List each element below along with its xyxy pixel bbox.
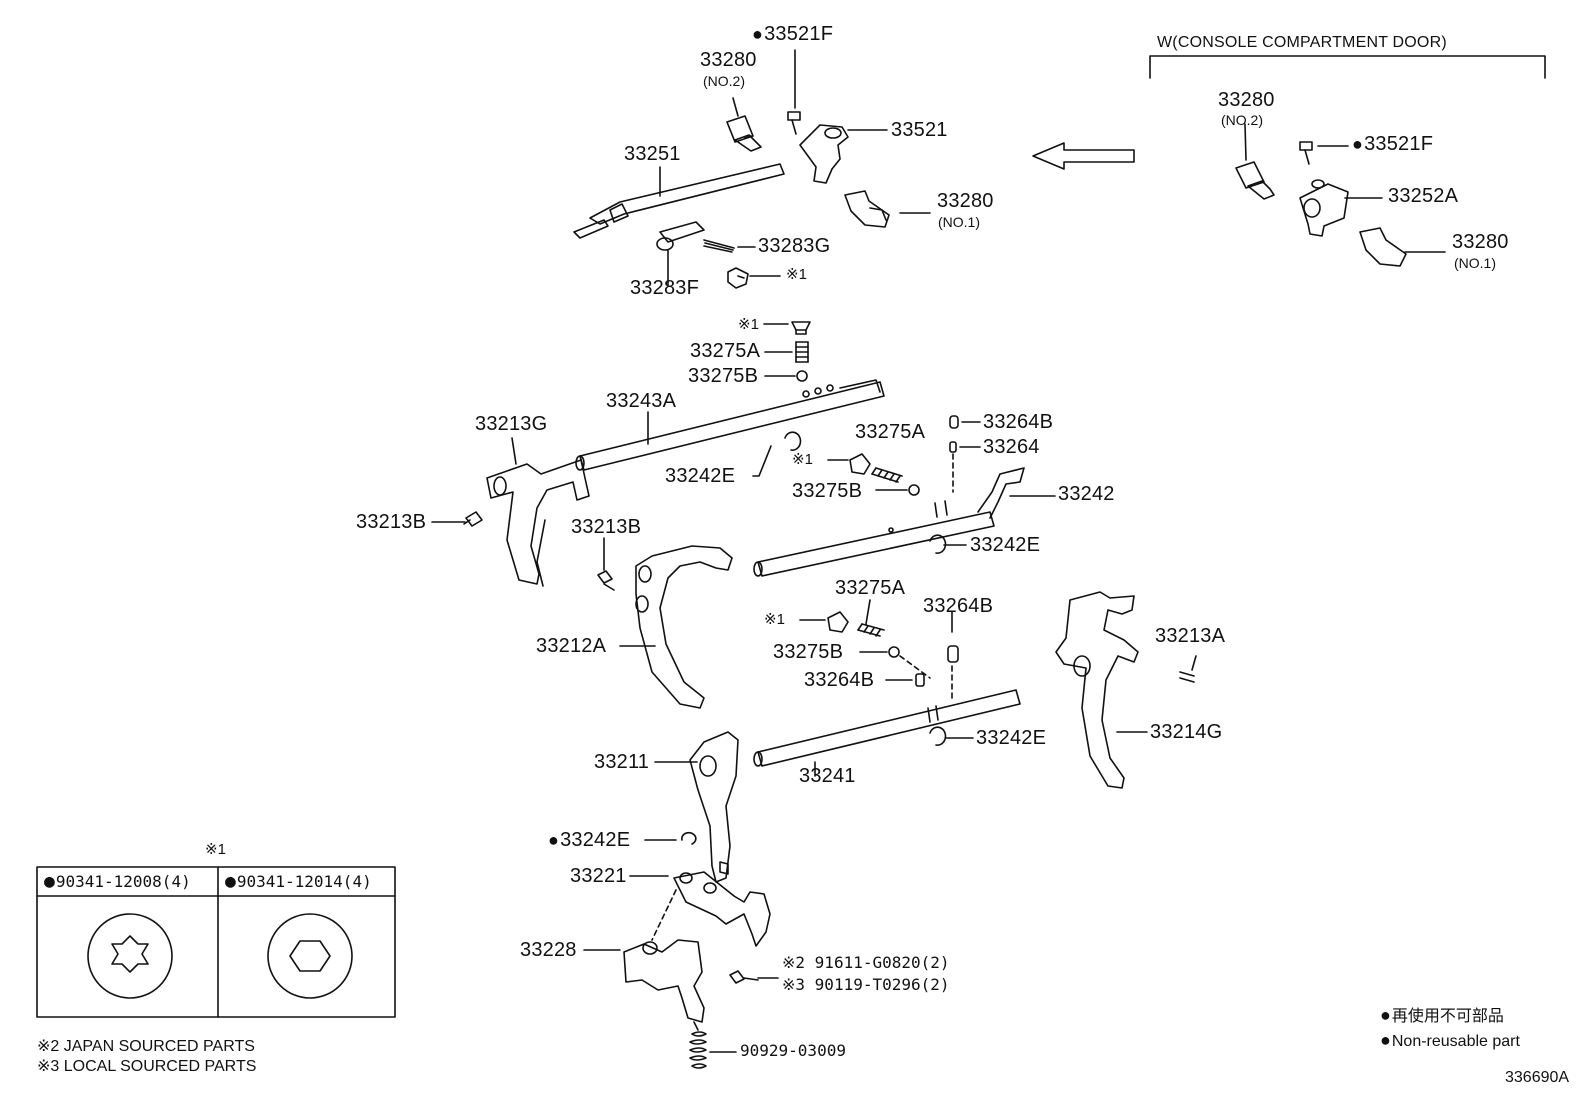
part-33213a-pin [1179, 671, 1195, 683]
label-33283f: 33283F [630, 277, 700, 299]
label-33280-mid: 33280 [937, 190, 994, 212]
part-33283f-detent [656, 221, 705, 251]
label-33251: 33251 [624, 143, 681, 165]
part-33521f-bolt-top [787, 111, 801, 135]
label-33211: 33211 [594, 751, 650, 773]
label-33214g: 33214G [1150, 721, 1223, 743]
legend-non-reusable-jp: 再使用不可部品 [1380, 1006, 1504, 1025]
part-33280-no1-right [1359, 227, 1407, 267]
label-33212a: 33212A [536, 635, 607, 657]
footnote-local: ※3 LOCAL SOURCED PARTS [37, 1058, 257, 1075]
part-33242e-clip-a [784, 431, 802, 451]
part-33521-arm-top [799, 124, 849, 184]
label-33280-mid-sub: (NO.1) [938, 214, 980, 230]
inset-col2-label: 90341-12014(4) [225, 873, 372, 891]
part-33242e-clip-c [929, 726, 947, 746]
label-33242e-c: 33242E [976, 727, 1047, 749]
direction-arrow [1032, 142, 1135, 170]
label-33275a-b: 33275A [855, 421, 926, 443]
part-33212a-fork [635, 545, 733, 709]
part-33221-selector [673, 871, 771, 947]
label-r33252a: 33252A [1388, 185, 1459, 207]
inset-title: ※1 [205, 841, 226, 858]
label-33275a-c: 33275A [835, 577, 906, 599]
label-33241: 33241 [799, 765, 856, 787]
label-33283g: 33283G [758, 235, 831, 257]
label-r33280-b-sub: (NO.1) [1454, 255, 1496, 271]
label-33242e-d: 33242E [548, 830, 630, 850]
label-33242e-b: 33242E [970, 534, 1041, 556]
label-r33280-a-sub: (NO.2) [1221, 112, 1263, 128]
label-91611: ※2 91611-G0820(2) [782, 953, 950, 972]
label-note1-d: ※1 [764, 611, 785, 628]
part-plug-33275a-b [849, 453, 871, 475]
part-33241-shaft [753, 689, 1021, 767]
label-33275b-a: 33275B [688, 365, 759, 387]
part-33521f-bolt-right [1299, 141, 1313, 165]
part-33242-shaft [753, 467, 1025, 577]
label-33243a: 33243A [606, 390, 677, 412]
label-33221: 33221 [570, 865, 627, 887]
label-33521: 33521 [891, 119, 948, 141]
label-33242e-a: 33242E [665, 465, 736, 487]
part-90929-spring [689, 1021, 707, 1069]
part-spring-33275a-top [795, 341, 809, 363]
part-33214g-fork [1055, 591, 1139, 789]
label-33264b-c: 33264B [804, 669, 875, 691]
part-spring-33275a-c [857, 623, 885, 637]
part-33251-shaft [573, 163, 785, 239]
part-33213b-bolt-b [597, 570, 615, 591]
label-33275b-b: 33275B [792, 480, 863, 502]
label-33280-top: 33280 [700, 49, 757, 71]
label-33242: 33242 [1058, 483, 1115, 505]
variant-bracket [1149, 55, 1546, 79]
part-33280-no2-right [1235, 161, 1275, 200]
part-plug-33275a-c [827, 611, 849, 633]
label-r33521f: 33521F [1352, 134, 1433, 154]
part-91611-bolt [729, 970, 759, 984]
fastener-inset-box [36, 866, 396, 1018]
label-33213b-a: 33213B [356, 511, 427, 533]
part-33242e-clip-d [681, 831, 697, 845]
legend-non-reusable-en: Non-reusable part [1380, 1031, 1520, 1050]
part-33211-lever [689, 731, 739, 883]
label-90119: ※3 90119-T0296(2) [782, 975, 950, 994]
inset-col1-label: 90341-12008(4) [44, 873, 191, 891]
label-33213a: 33213A [1155, 625, 1226, 647]
part-plug-33275a-top [791, 321, 811, 335]
part-33252a-block [1299, 179, 1349, 237]
label-33280-top-sub: (NO.2) [703, 73, 745, 89]
part-33213b-bolt-a [463, 511, 483, 527]
footnote-japan: ※2 JAPAN SOURCED PARTS [37, 1038, 255, 1055]
part-33242e-clip-b [929, 534, 947, 554]
label-33264b-b: 33264B [923, 595, 994, 617]
label-33213g: 33213G [475, 413, 548, 435]
label-33264b-a: 33264B [983, 411, 1054, 433]
label-33521f-top: 33521F [752, 24, 833, 44]
label-note1-c: ※1 [792, 451, 813, 468]
label-33275b-c: 33275B [773, 641, 844, 663]
part-spring-33275a-b [871, 467, 903, 483]
label-33213b-b: 33213B [571, 516, 642, 538]
label-r33280-a: 33280 [1218, 89, 1275, 111]
label-r33280-b: 33280 [1452, 231, 1509, 253]
part-plug-top [727, 267, 749, 289]
label-33228: 33228 [520, 939, 577, 961]
diagram-id: 336690A [1505, 1069, 1570, 1086]
variant-header: W(CONSOLE COMPARTMENT DOOR) [1157, 34, 1447, 51]
part-33228-interlock [623, 939, 705, 1023]
part-33280-no2-top [726, 115, 762, 152]
part-33283g-pin [703, 239, 735, 253]
label-note1-a: ※1 [786, 266, 807, 283]
label-33264: 33264 [983, 436, 1040, 458]
label-33275a-a: 33275A [690, 340, 761, 362]
part-33280-no1-mid [844, 190, 890, 228]
label-note1-b: ※1 [738, 316, 759, 333]
part-33213g-fork [486, 459, 590, 587]
label-90929: 90929-03009 [740, 1041, 846, 1060]
